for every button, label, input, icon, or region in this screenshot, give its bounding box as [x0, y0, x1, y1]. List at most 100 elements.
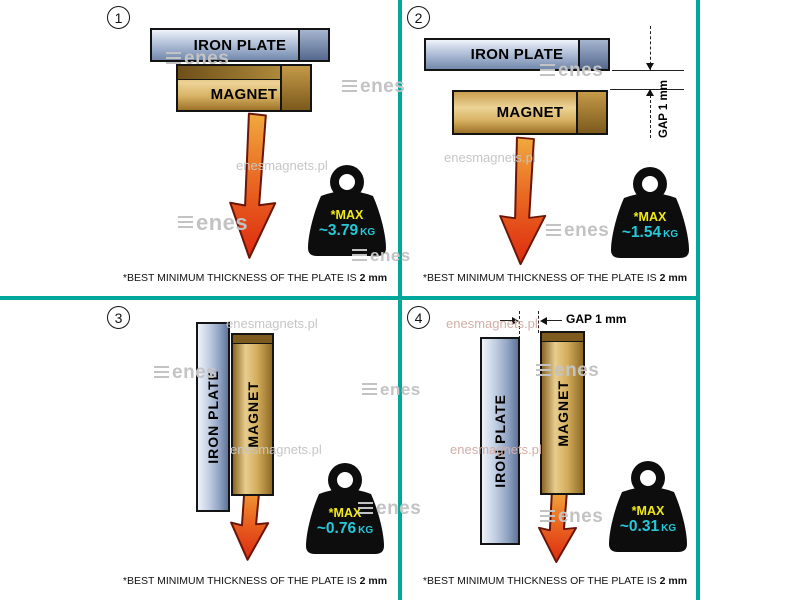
weight-max-label: *MAX — [328, 506, 362, 521]
site-watermark: enesmagnets.pl — [230, 442, 322, 457]
iron-plate-label: IRON PLATE — [470, 46, 564, 63]
dimension-arrow-icon — [646, 89, 654, 96]
panel-number-badge: 3 — [107, 306, 130, 329]
enes-bars-icon — [178, 215, 193, 231]
weight-unit: KG — [358, 525, 374, 537]
site-watermark: enesmagnets.pl — [236, 158, 328, 173]
enes-bars-icon — [540, 509, 555, 525]
plate-side-face — [298, 30, 328, 60]
enes-logo-watermark: enes — [362, 380, 421, 400]
enes-bars-icon — [358, 501, 373, 517]
enes-bars-icon — [540, 63, 555, 79]
dimension-arrow-icon — [540, 317, 547, 325]
panel-number-badge: 4 — [407, 306, 430, 329]
weight-max-label: *MAX — [633, 210, 667, 225]
site-watermark: enesmagnets.pl — [226, 316, 318, 331]
dimension-arrow-icon — [646, 63, 654, 70]
magnet-label: MAGNET — [496, 104, 564, 121]
footer-bold: 2 mm — [659, 575, 688, 587]
iron-plate-label: IRON PLATE — [205, 370, 221, 464]
iron-plate: IRON PLATE — [480, 337, 520, 545]
weight-value-number: ~3.79 — [318, 222, 359, 240]
weight-value-number: ~0.31 — [619, 518, 660, 536]
enes-logo-text: enes — [376, 498, 422, 519]
enes-logo-text: enes — [380, 380, 421, 399]
enes-logo-watermark: enes — [154, 362, 217, 384]
enes-logo-text: enes — [360, 76, 406, 97]
weight-value-number: ~1.54 — [621, 224, 662, 242]
enes-bars-icon — [546, 223, 561, 239]
enes-bars-icon — [166, 51, 181, 67]
panel-number: 2 — [414, 9, 423, 26]
panel-number: 3 — [114, 309, 123, 326]
enes-logo-watermark: enes — [536, 360, 599, 382]
panel-number: 1 — [114, 9, 123, 26]
gap-dimension-label: GAP 1 mm — [658, 80, 670, 138]
footer-text: *BEST MINIMUM THICKNESS OF THE PLATE IS — [122, 272, 357, 284]
enes-logo-watermark: enes — [178, 210, 248, 236]
site-watermark: enesmagnets.pl — [450, 442, 542, 457]
dimension-line — [538, 311, 539, 333]
magnet: MAGNET — [231, 333, 274, 496]
magnet-top-face — [542, 333, 583, 342]
weight-svg — [308, 165, 386, 256]
divider-vertical-right — [696, 0, 700, 600]
enes-bars-icon — [352, 248, 367, 264]
weight-max-label: *MAX — [631, 504, 665, 519]
panel-number-badge: 1 — [107, 6, 130, 29]
footer-text: *BEST MINIMUM THICKNESS OF THE PLATE IS — [422, 575, 657, 587]
iron-plate: IRON PLATE — [196, 322, 230, 512]
enes-logo-watermark: enes — [358, 498, 421, 520]
pull-arrow-svg — [229, 112, 277, 259]
footer-text: *BEST MINIMUM THICKNESS OF THE PLATE IS — [122, 575, 357, 587]
weight-unit: KG — [360, 227, 376, 239]
magnet-side-face — [576, 92, 606, 133]
enes-bars-icon — [154, 365, 169, 381]
panel-number: 4 — [414, 309, 423, 326]
enes-logo-watermark: enes — [166, 48, 229, 70]
enes-logo-text: enes — [554, 360, 600, 381]
site-watermark: enesmagnets.pl — [444, 150, 536, 165]
footer-bold: 2 mm — [659, 272, 688, 284]
footer-text: *BEST MINIMUM THICKNESS OF THE PLATE IS — [422, 272, 657, 284]
magnet: MAGNET — [540, 331, 585, 495]
iron-plate: IRON PLATE — [424, 38, 610, 71]
enes-logo-text: enes — [564, 220, 610, 241]
enes-logo-watermark: enes — [540, 506, 603, 528]
enes-logo-text: enes — [196, 210, 249, 235]
weight-unit: KG — [663, 229, 679, 241]
weight-value-number: ~0.76 — [316, 520, 357, 538]
panel-number-badge: 2 — [407, 6, 430, 29]
divider-vertical-center — [398, 0, 402, 600]
weight-svg — [611, 167, 689, 258]
divider-horizontal — [0, 296, 700, 300]
pull-arrow-svg — [499, 136, 547, 266]
enes-logo-text: enes — [172, 362, 218, 383]
magnet: MAGNET — [452, 90, 608, 135]
iron-plate-label: IRON PLATE — [492, 394, 508, 488]
pull-arrow-icon — [489, 135, 555, 267]
enes-logo-text: enes — [370, 246, 411, 265]
dimension-line — [612, 70, 684, 71]
weight-unit: KG — [661, 523, 677, 535]
magnet-top-face — [233, 335, 272, 344]
dimension-line — [650, 26, 651, 70]
footer-bold: 2 mm — [359, 575, 388, 587]
dimension-arrow-icon — [512, 317, 519, 325]
dimension-line — [519, 311, 520, 339]
enes-bars-icon — [536, 363, 551, 379]
weight-max-label: *MAX — [330, 208, 364, 223]
enes-logo-watermark: enes — [546, 220, 609, 242]
footer-bold: 2 mm — [359, 272, 388, 284]
magnet-top-face — [178, 66, 310, 80]
enes-logo-watermark: enes — [342, 76, 405, 98]
